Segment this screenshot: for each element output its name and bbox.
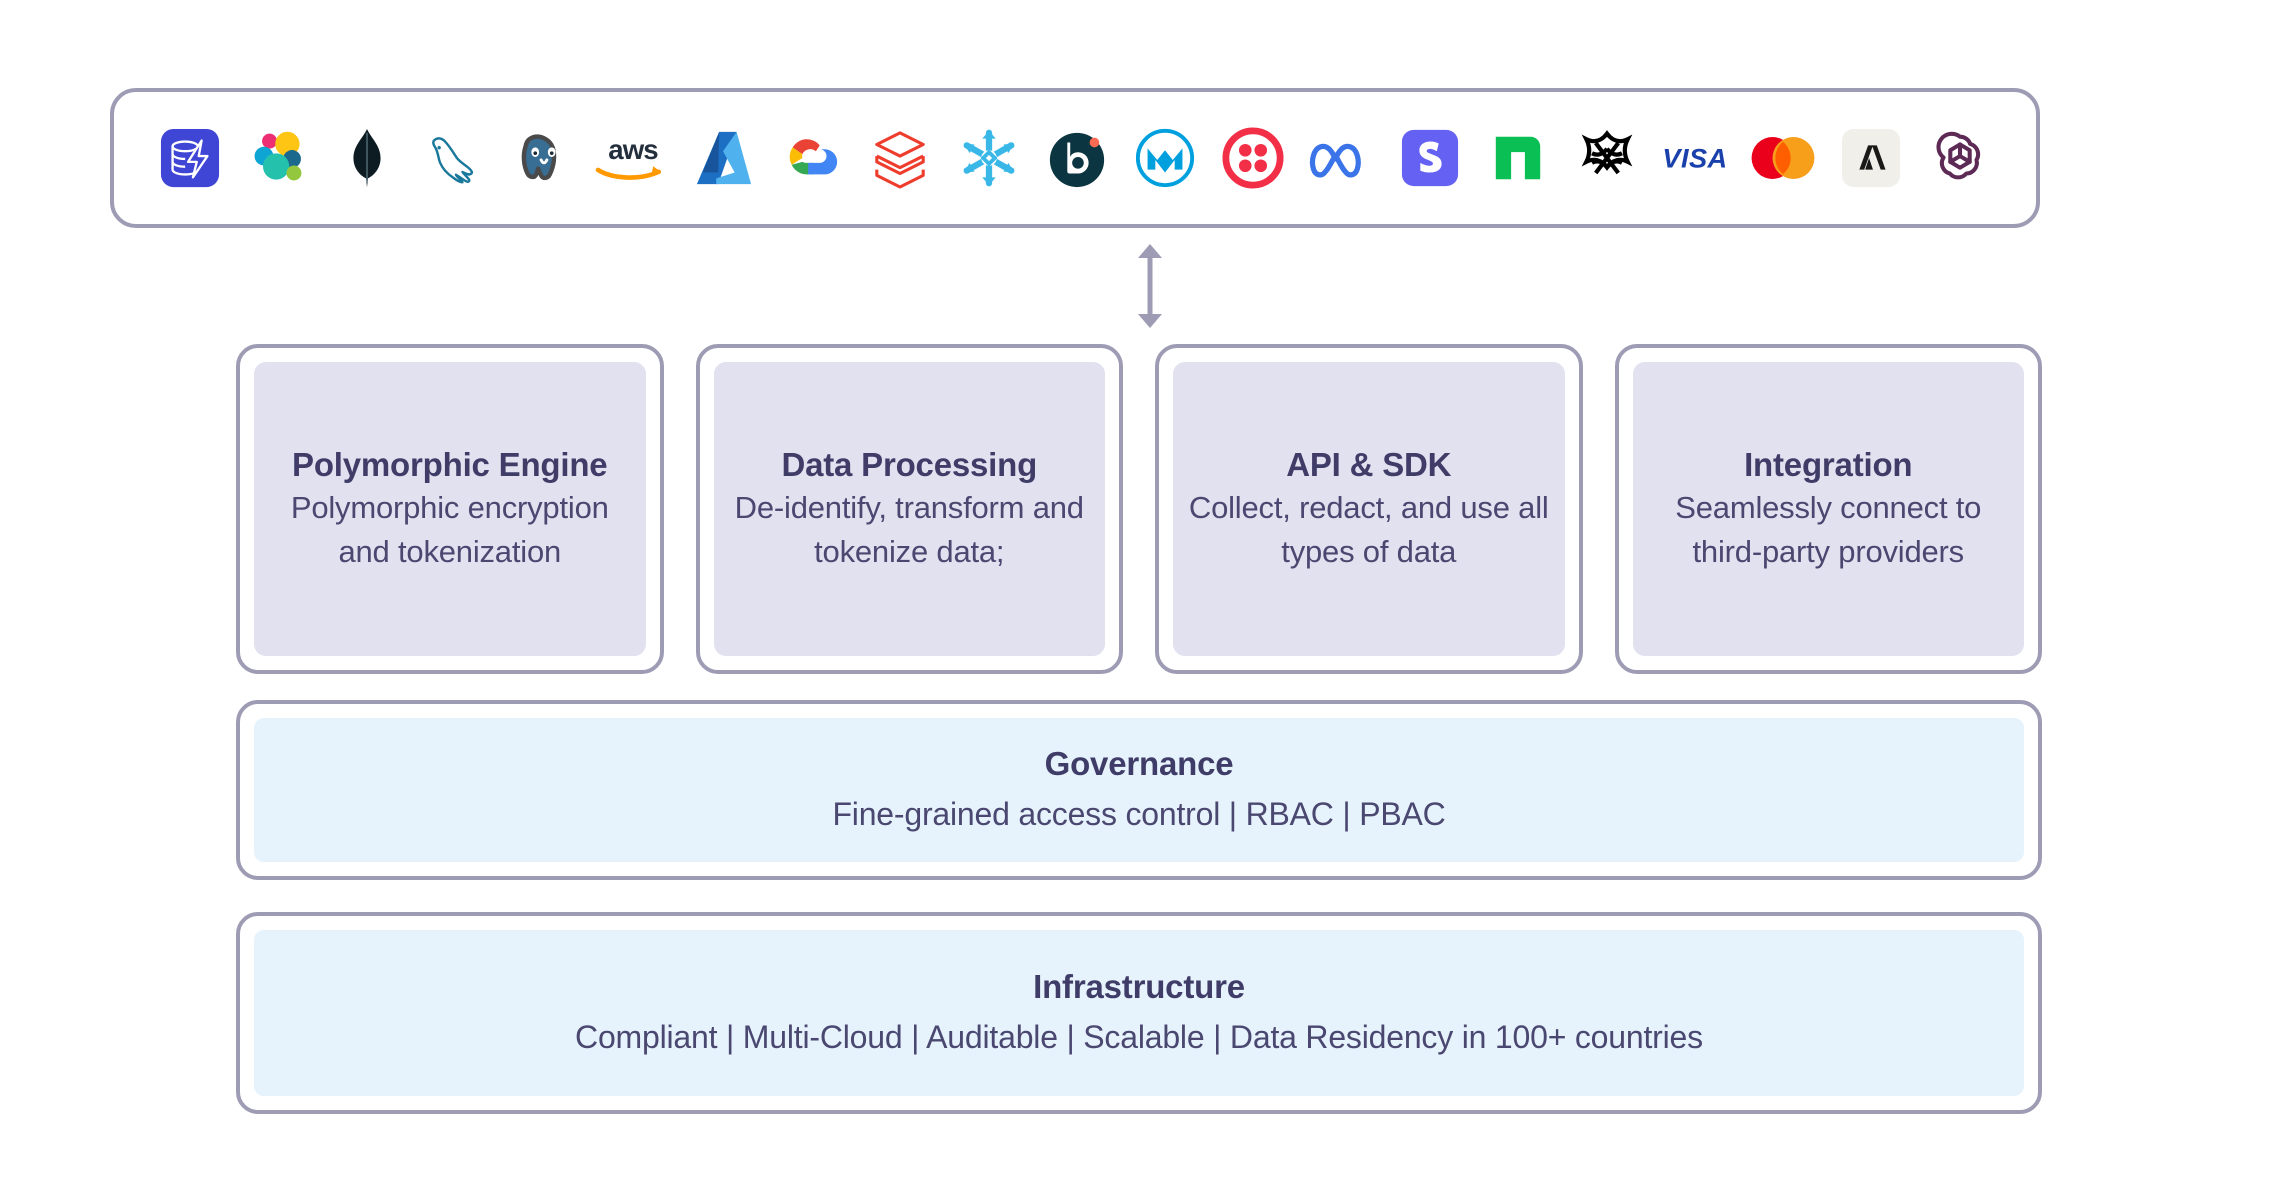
mongodb-icon xyxy=(323,92,411,224)
svg-text:VISA: VISA xyxy=(1662,142,1727,173)
meta-icon xyxy=(1298,92,1386,224)
visa-icon: VISA xyxy=(1651,92,1739,224)
postgresql-icon xyxy=(499,92,587,224)
governance-description: Fine-grained access control | RBAC | PBA… xyxy=(832,795,1446,832)
card-description: Seamlessly connect to third-party provid… xyxy=(1675,490,1982,570)
card-title: Data Processing xyxy=(781,445,1038,483)
infrastructure-bar: Infrastructure Compliant | Multi-Cloud |… xyxy=(236,912,2042,1114)
mysql-icon xyxy=(411,92,499,224)
card-polymorphic-engine: Polymorphic Engine Polymorphic encryptio… xyxy=(236,344,664,674)
twilio-icon xyxy=(1209,92,1297,224)
card-title: Integration xyxy=(1744,445,1913,483)
governance-title: Governance xyxy=(1044,744,1234,782)
infrastructure-description: Compliant | Multi-Cloud | Auditable | Sc… xyxy=(575,1018,1703,1055)
card-api-sdk: API & SDK Collect, redact, and use all t… xyxy=(1155,344,1583,674)
feature-cards-row: Polymorphic Engine Polymorphic encryptio… xyxy=(236,344,2042,674)
mastercard-icon xyxy=(1739,92,1827,224)
card-integration: Integration Seamlessly connect to third-… xyxy=(1614,344,2042,674)
card-description: Polymorphic encryption and tokenization xyxy=(290,490,609,570)
card-inner: API & SDK Collect, redact, and use all t… xyxy=(1173,362,1565,656)
anthropic-icon xyxy=(1827,92,1915,224)
governance-bar: Governance Fine-grained access control |… xyxy=(236,700,2042,880)
svg-text:aws: aws xyxy=(609,134,659,165)
card-inner: Polymorphic Engine Polymorphic encryptio… xyxy=(254,362,646,656)
bar-inner: Infrastructure Compliant | Multi-Cloud |… xyxy=(254,930,2024,1096)
adyen-icon xyxy=(1474,92,1562,224)
infrastructure-title: Infrastructure xyxy=(1033,967,1245,1005)
snowflake-icon xyxy=(944,92,1032,224)
stripe-icon xyxy=(1386,92,1474,224)
google-cloud-icon xyxy=(768,92,856,224)
elastic-icon xyxy=(234,92,322,224)
card-title: API & SDK xyxy=(1286,445,1452,483)
openai-icon xyxy=(1916,92,2004,224)
card-inner: Data Processing De-identify, transform a… xyxy=(713,362,1105,656)
bny-mellon-icon xyxy=(1562,92,1650,224)
card-data-processing: Data Processing De-identify, transform a… xyxy=(695,344,1123,674)
bar-inner: Governance Fine-grained access control |… xyxy=(254,718,2024,862)
mulesoft-icon xyxy=(1121,92,1209,224)
aws-icon: aws xyxy=(587,92,679,224)
card-inner: Integration Seamlessly connect to third-… xyxy=(1632,362,2024,656)
card-description: De-identify, transform and tokenize data… xyxy=(734,490,1084,570)
databricks-icon xyxy=(856,92,944,224)
azure-icon xyxy=(679,92,767,224)
braze-icon xyxy=(1033,92,1121,224)
bidirectional-arrow xyxy=(1120,240,1180,332)
integrations-logo-bar: aws xyxy=(110,88,2040,228)
card-description: Collect, redact, and use all types of da… xyxy=(1188,490,1549,570)
card-title: Polymorphic Engine xyxy=(292,445,608,483)
skyflow-icon xyxy=(146,92,234,224)
